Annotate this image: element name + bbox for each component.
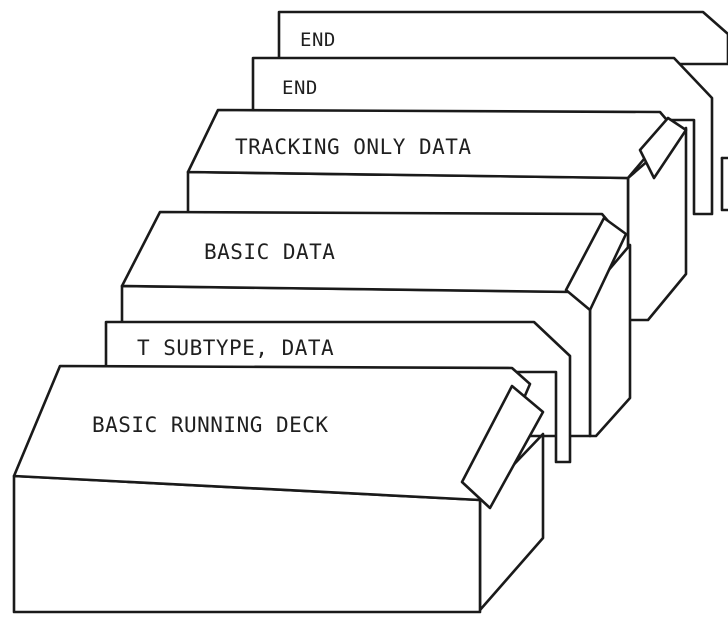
tracking-only-data-label: TRACKING ONLY DATA: [235, 135, 472, 159]
basic-data-label: BASIC DATA: [204, 240, 335, 264]
end-card-front-label: END: [282, 77, 318, 99]
t-subtype-data-card: T SUBTYPE, DATA: [104, 320, 572, 464]
basic-running-deck-label: BASIC RUNNING DECK: [92, 413, 329, 437]
t-subtype-data-label: T SUBTYPE, DATA: [137, 336, 334, 360]
end-card-back-label: END: [300, 29, 336, 51]
basic-running-deck-block: BASIC RUNNING DECK: [12, 364, 545, 614]
end-card-back: END: [277, 10, 728, 212]
